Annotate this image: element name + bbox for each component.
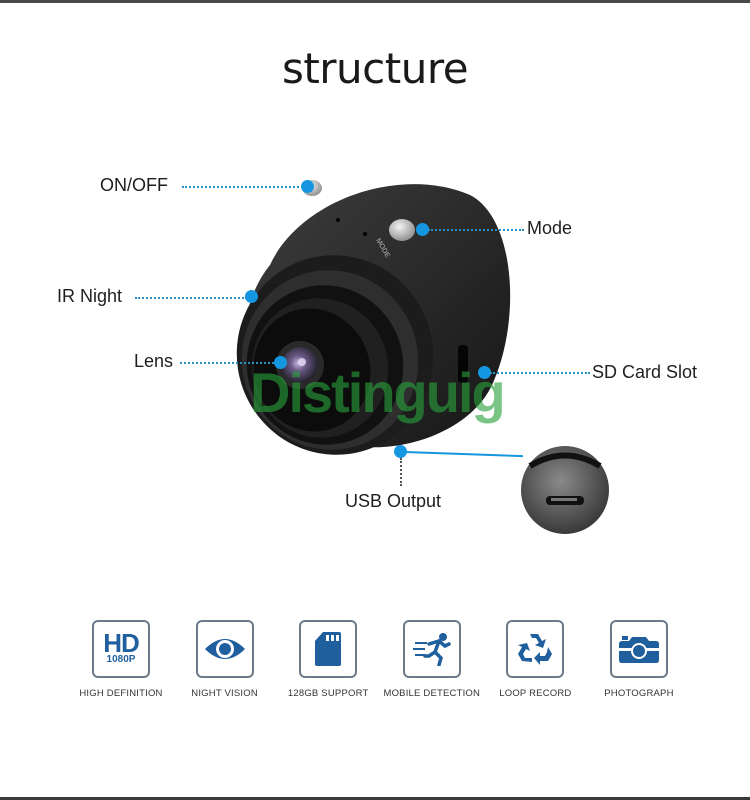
watermark: Distinguig	[250, 361, 506, 424]
icon-box	[299, 620, 358, 678]
feature-128gb-support: 128GB SUPPORT	[277, 620, 379, 699]
feature-icons-row: HD 1080P HIGH DEFINITION NIGHT VISION 12…	[70, 620, 690, 699]
leader-line	[428, 229, 524, 231]
bottom-border	[0, 797, 750, 800]
eye-icon	[204, 639, 245, 659]
camera-illustration: MODE	[236, 180, 511, 455]
feature-label: LOOP RECORD	[499, 688, 572, 699]
camera-icon	[618, 636, 659, 663]
leader-line	[180, 362, 278, 364]
running-person-icon	[412, 633, 451, 666]
hd-1080p-icon: HD 1080P	[92, 620, 150, 678]
sd-card-icon	[315, 632, 342, 666]
usb-marker	[394, 445, 407, 458]
icon-box	[506, 620, 565, 678]
feature-night-vision: NIGHT VISION	[174, 620, 276, 699]
ir-night-marker	[245, 290, 258, 303]
recycle-icon	[518, 634, 553, 665]
hd-text: HD	[103, 628, 140, 658]
on-off-marker	[301, 180, 314, 193]
callout-sd-card-slot: SD Card Slot	[592, 362, 698, 382]
callout-mode: Mode	[527, 218, 573, 238]
callout-ir-night: IR Night	[57, 286, 123, 306]
feature-label: NIGHT VISION	[191, 688, 258, 699]
feature-label: MOBILE DETECTION	[383, 688, 481, 699]
callout-usb-output: USB Output	[345, 491, 442, 511]
leader-line	[182, 186, 306, 188]
hd-subtext: 1080P	[106, 654, 136, 665]
page-title: structure	[281, 44, 469, 93]
top-border	[0, 0, 750, 3]
feature-photograph: PHOTOGRAPH	[588, 620, 690, 699]
feature-label: HIGH DEFINITION	[79, 688, 163, 699]
usb-port-closeup	[521, 446, 609, 534]
feature-high-definition: HD 1080P HIGH DEFINITION	[70, 620, 172, 699]
callout-on-off: ON/OFF	[100, 175, 168, 195]
feature-loop-record: LOOP RECORD	[484, 620, 586, 699]
leader-line	[400, 458, 402, 486]
feature-label: PHOTOGRAPH	[604, 688, 674, 699]
icon-box	[609, 620, 668, 678]
callout-lens: Lens	[134, 351, 174, 371]
sd-slot-marker	[478, 366, 491, 379]
icon-box	[195, 620, 254, 678]
feature-mobile-detection: MOBILE DETECTION	[381, 620, 483, 699]
lens-marker	[274, 356, 287, 369]
mode-marker	[416, 223, 429, 236]
leader-line	[135, 297, 247, 299]
icon-box	[402, 620, 461, 678]
feature-label: 128GB SUPPORT	[287, 688, 369, 699]
leader-line	[490, 372, 590, 374]
